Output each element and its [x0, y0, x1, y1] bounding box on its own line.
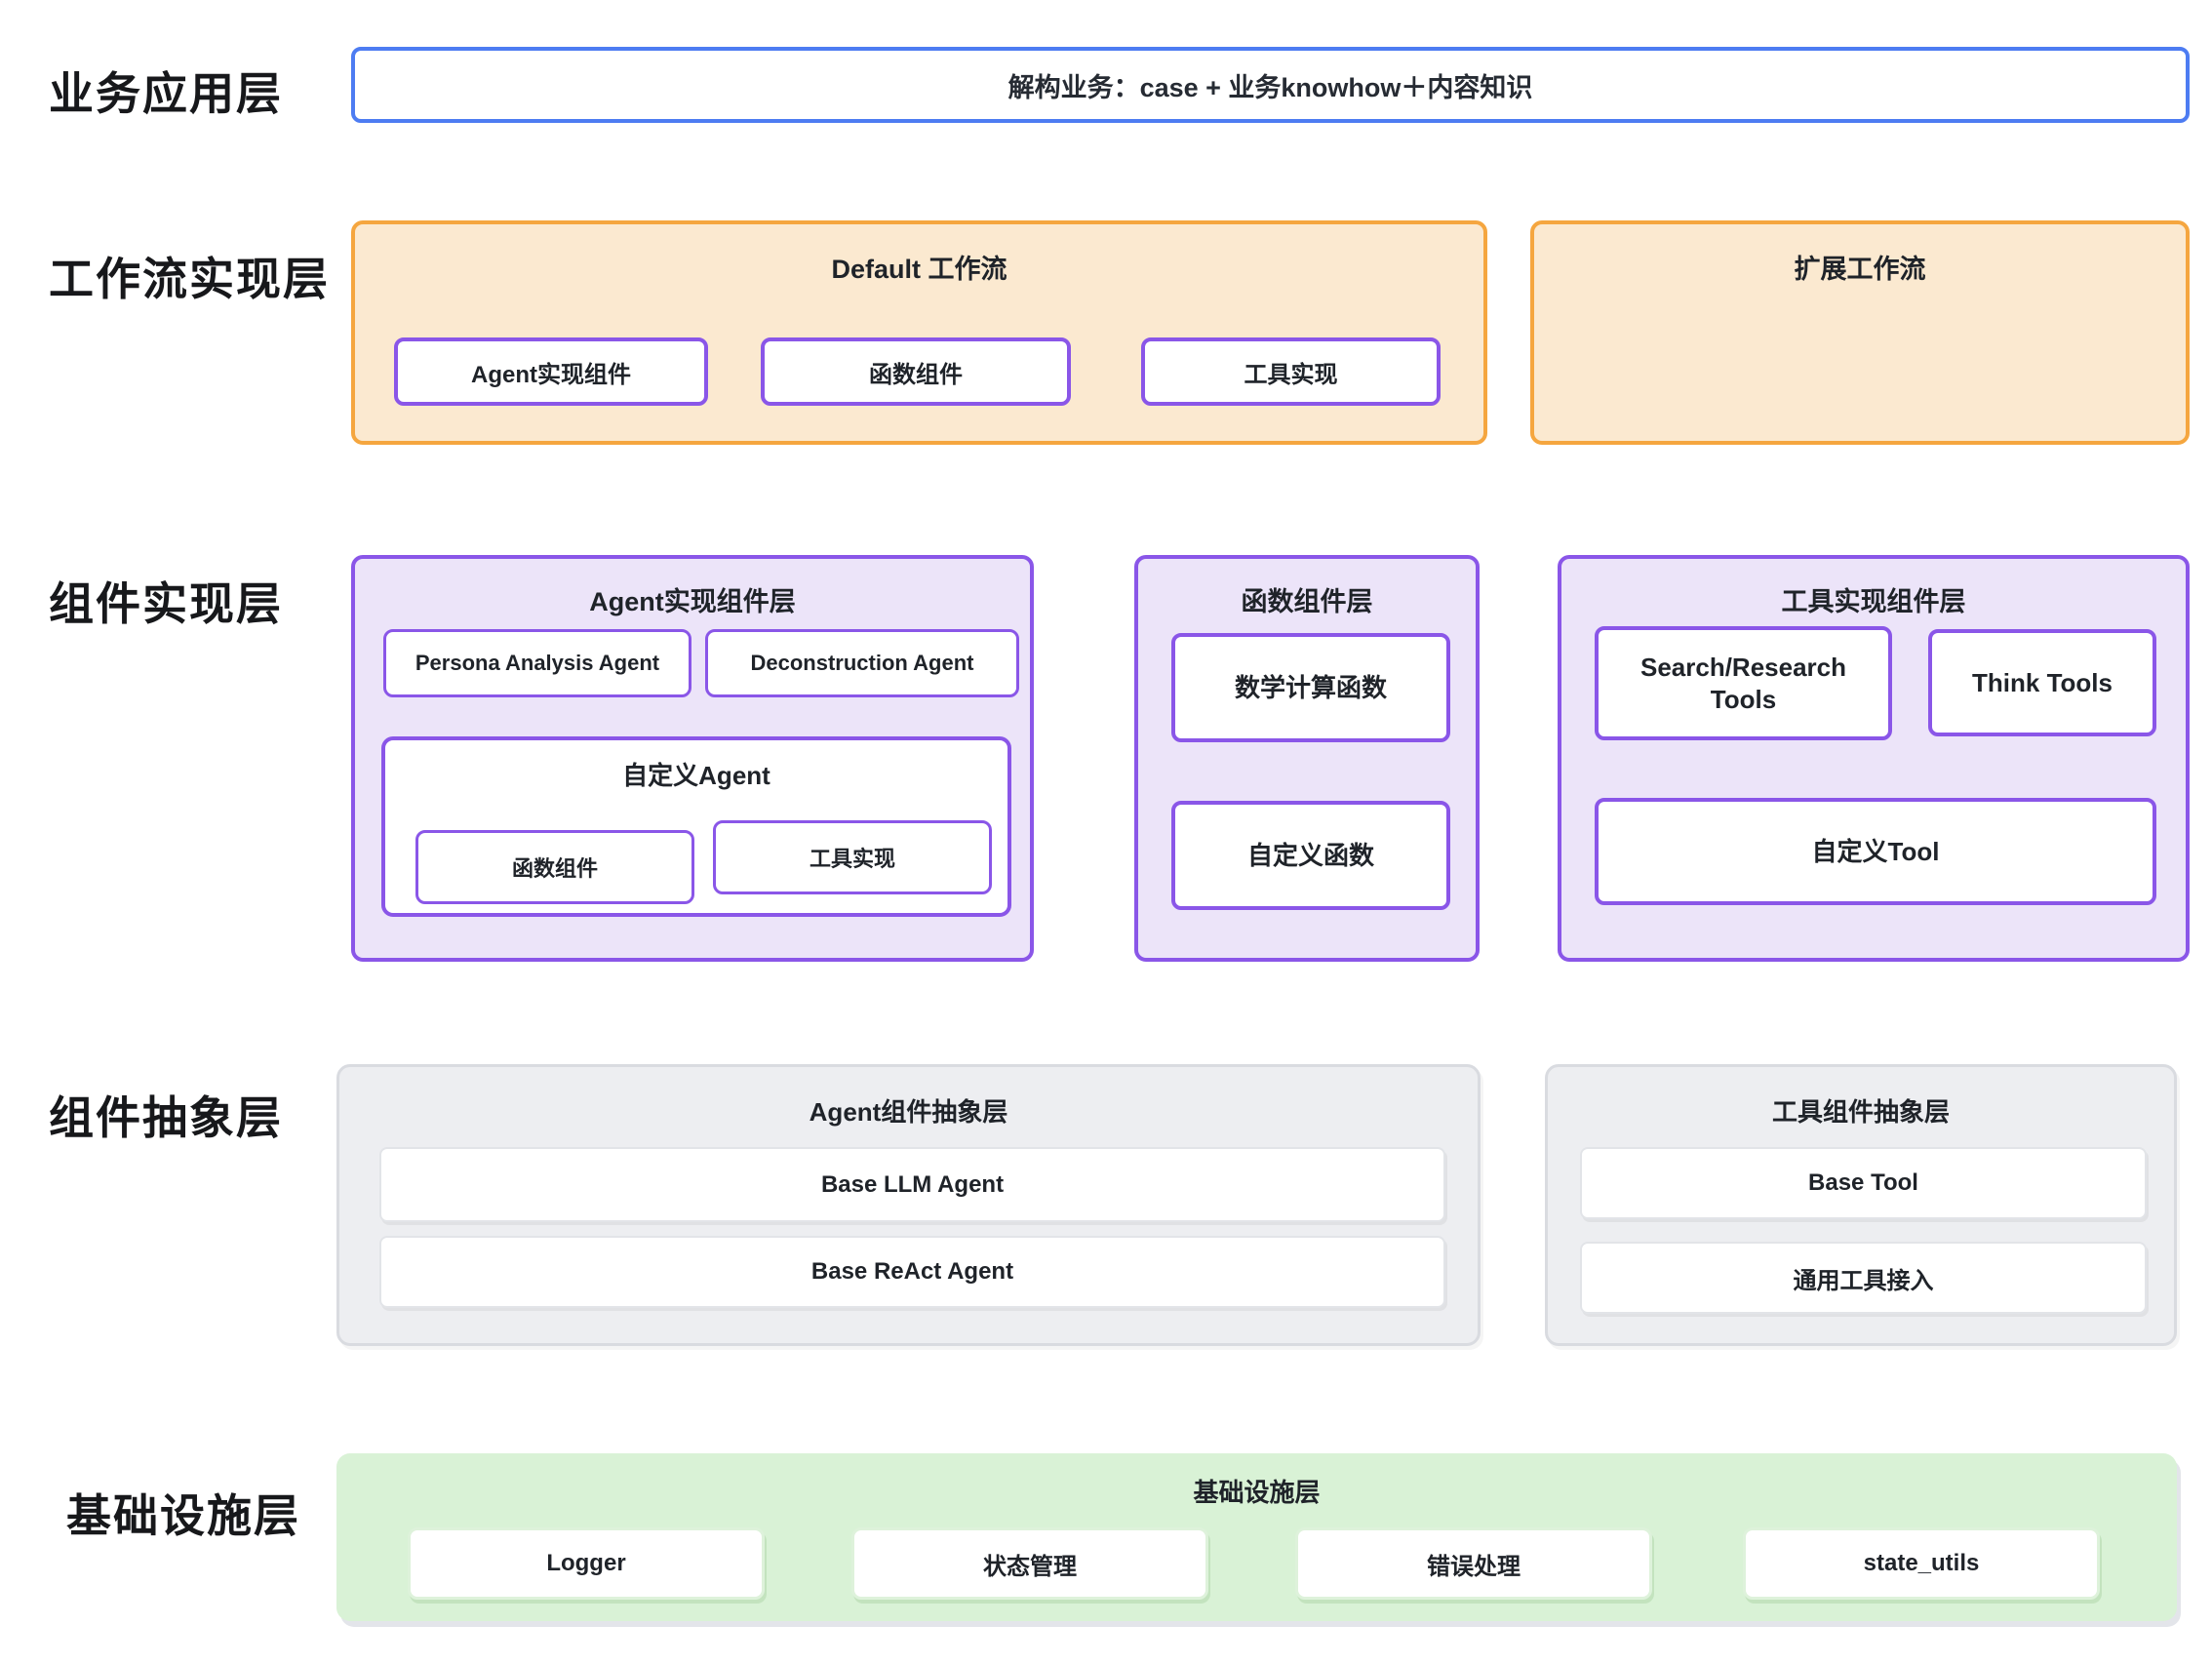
infra-item-logger: Logger — [408, 1527, 765, 1600]
custom-agent-item-function: 函数组件 — [415, 830, 694, 904]
custom-agent-container: 自定义Agent 函数组件 工具实现 — [381, 736, 1011, 917]
infra-item-state-management: 状态管理 — [851, 1527, 1208, 1600]
tool-abstraction-container: 工具组件抽象层 Base Tool 通用工具接入 — [1545, 1064, 2177, 1346]
agent-abstraction-title: Agent组件抽象层 — [339, 1092, 1478, 1129]
abstraction-item-base-tool: Base Tool — [1580, 1147, 2147, 1219]
business-box: 解构业务：case + 业务knowhow＋内容知识 — [351, 47, 2190, 123]
custom-agent-title: 自定义Agent — [385, 756, 1007, 792]
layer-label-business: 业务应用层 — [49, 59, 283, 123]
function-components-title: 函数组件层 — [1138, 580, 1476, 618]
tool-components-container: 工具实现组件层 Search/Research Tools Think Tool… — [1558, 555, 2190, 962]
function-components-container: 函数组件层 数学计算函数 自定义函数 — [1134, 555, 1480, 962]
agent-item-deconstruction: Deconstruction Agent — [705, 629, 1019, 697]
layer-label-abstraction: 组件抽象层 — [49, 1083, 283, 1147]
extended-workflow-title: 扩展工作流 — [1534, 248, 2186, 286]
business-box-text: 解构业务：case + 业务knowhow＋内容知识 — [1008, 66, 1533, 104]
workflow-item-agent: Agent实现组件 — [394, 337, 708, 406]
default-workflow-container: Default 工作流 Agent实现组件 函数组件 工具实现 — [351, 220, 1487, 445]
abstraction-item-generic-tool-access: 通用工具接入 — [1580, 1242, 2147, 1314]
abstraction-item-base-llm-agent: Base LLM Agent — [379, 1147, 1445, 1222]
function-item-custom: 自定义函数 — [1171, 801, 1450, 910]
function-item-math: 数学计算函数 — [1171, 633, 1450, 742]
agent-components-title: Agent实现组件层 — [355, 580, 1030, 618]
agent-item-persona: Persona Analysis Agent — [383, 629, 691, 697]
infrastructure-title: 基础设施层 — [336, 1473, 2177, 1509]
infra-item-error-handling: 错误处理 — [1295, 1527, 1652, 1600]
abstraction-item-base-react-agent: Base ReAct Agent — [379, 1236, 1445, 1308]
layer-label-infrastructure: 基础设施层 — [66, 1481, 300, 1545]
extended-workflow-container: 扩展工作流 — [1530, 220, 2190, 445]
default-workflow-title: Default 工作流 — [355, 248, 1483, 286]
agent-components-container: Agent实现组件层 Persona Analysis Agent Decons… — [351, 555, 1034, 962]
custom-agent-item-tool: 工具实现 — [713, 820, 992, 894]
tool-components-title: 工具实现组件层 — [1561, 580, 2186, 618]
layer-label-workflow: 工作流实现层 — [49, 244, 330, 308]
workflow-item-tool: 工具实现 — [1141, 337, 1441, 406]
tool-item-think: Think Tools — [1928, 629, 2156, 736]
infra-item-state-utils: state_utils — [1743, 1527, 2100, 1600]
infrastructure-container: 基础设施层 Logger 状态管理 错误处理 state_utils — [336, 1453, 2177, 1621]
tool-item-search-research: Search/Research Tools — [1595, 626, 1892, 740]
workflow-item-function: 函数组件 — [761, 337, 1071, 406]
tool-item-custom: 自定义Tool — [1595, 798, 2156, 905]
agent-abstraction-container: Agent组件抽象层 Base LLM Agent Base ReAct Age… — [336, 1064, 1481, 1346]
tool-abstraction-title: 工具组件抽象层 — [1548, 1092, 2174, 1129]
layer-label-component-impl: 组件实现层 — [49, 569, 283, 633]
